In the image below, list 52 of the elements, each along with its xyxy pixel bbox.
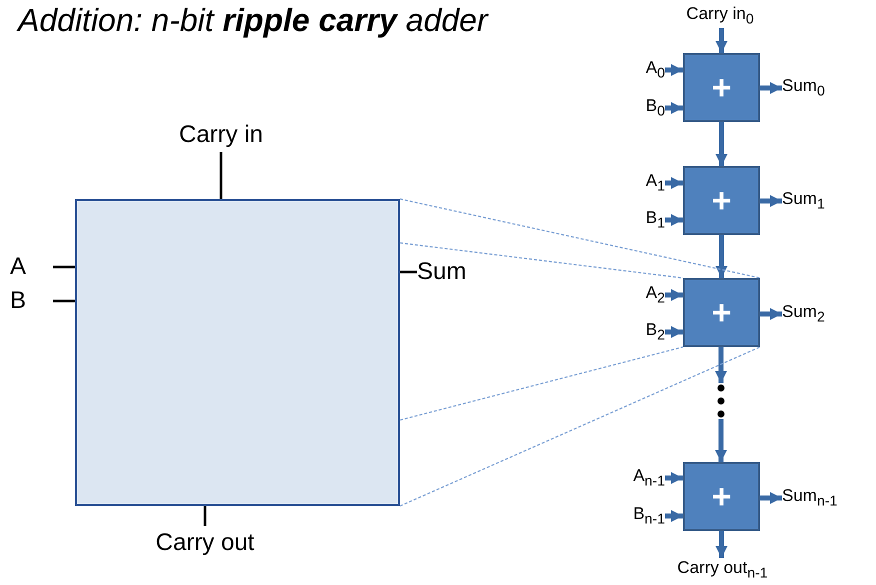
arrow <box>760 308 782 320</box>
arrow <box>716 235 728 278</box>
pin-label: Carry out <box>140 526 270 560</box>
arrow <box>665 472 683 484</box>
signal-label: B$_{0}$ <box>620 97 665 119</box>
signal-label: A$_{n-1}$ <box>610 467 665 489</box>
pin-line <box>53 300 75 302</box>
pin-label: B <box>10 284 53 318</box>
arrow <box>715 419 727 462</box>
signal-label: B$_{1}$ <box>620 209 665 231</box>
signal-label: Carry out$_{n-1}$ <box>660 558 785 582</box>
arrow <box>665 102 683 114</box>
signal-label: Sum$_{2}$ <box>782 303 862 325</box>
adder-block <box>75 199 400 506</box>
arrow <box>716 28 728 53</box>
signal-label: Carry in$_{0}$ <box>675 4 765 28</box>
signal-label: A$_{0}$ <box>620 59 665 81</box>
adder-box: + <box>683 278 760 347</box>
adder-box: + <box>683 53 760 122</box>
arrow <box>665 214 683 226</box>
pin-label: Sum <box>417 255 487 289</box>
arrow <box>665 510 683 522</box>
signal-label: B$_{n-1}$ <box>610 505 665 527</box>
arrow <box>665 177 683 189</box>
arrow <box>665 64 683 76</box>
zoom-line <box>400 198 760 279</box>
arrow <box>760 492 782 504</box>
pin-line <box>220 152 222 199</box>
pin-label: Carry in <box>160 118 282 152</box>
signal-label: Sum$_{n-1}$ <box>782 487 866 509</box>
arrow <box>665 289 683 301</box>
pin-label: A <box>10 250 53 284</box>
zoom-line <box>400 346 760 507</box>
arrow <box>760 195 782 207</box>
pin-line <box>400 270 417 274</box>
signal-label: A$_{2}$ <box>620 284 665 306</box>
signal-label: Sum$_{1}$ <box>782 190 862 212</box>
signal-label: A$_{1}$ <box>620 172 665 194</box>
arrow <box>716 531 728 558</box>
arrow <box>715 347 727 383</box>
zoom-line <box>400 346 684 421</box>
adder-box: + <box>683 462 760 531</box>
arrow <box>665 326 683 338</box>
pin-line <box>53 266 75 268</box>
arrow <box>760 82 782 94</box>
signal-label: B$_{2}$ <box>620 321 665 343</box>
adder-box: + <box>683 166 760 235</box>
arrow <box>716 122 728 166</box>
slide-title: Addition: n-bit ripple carry adder <box>18 2 488 39</box>
signal-label: Sum$_{0}$ <box>782 77 862 99</box>
zoom-line <box>400 242 684 279</box>
pin-line <box>204 506 206 526</box>
